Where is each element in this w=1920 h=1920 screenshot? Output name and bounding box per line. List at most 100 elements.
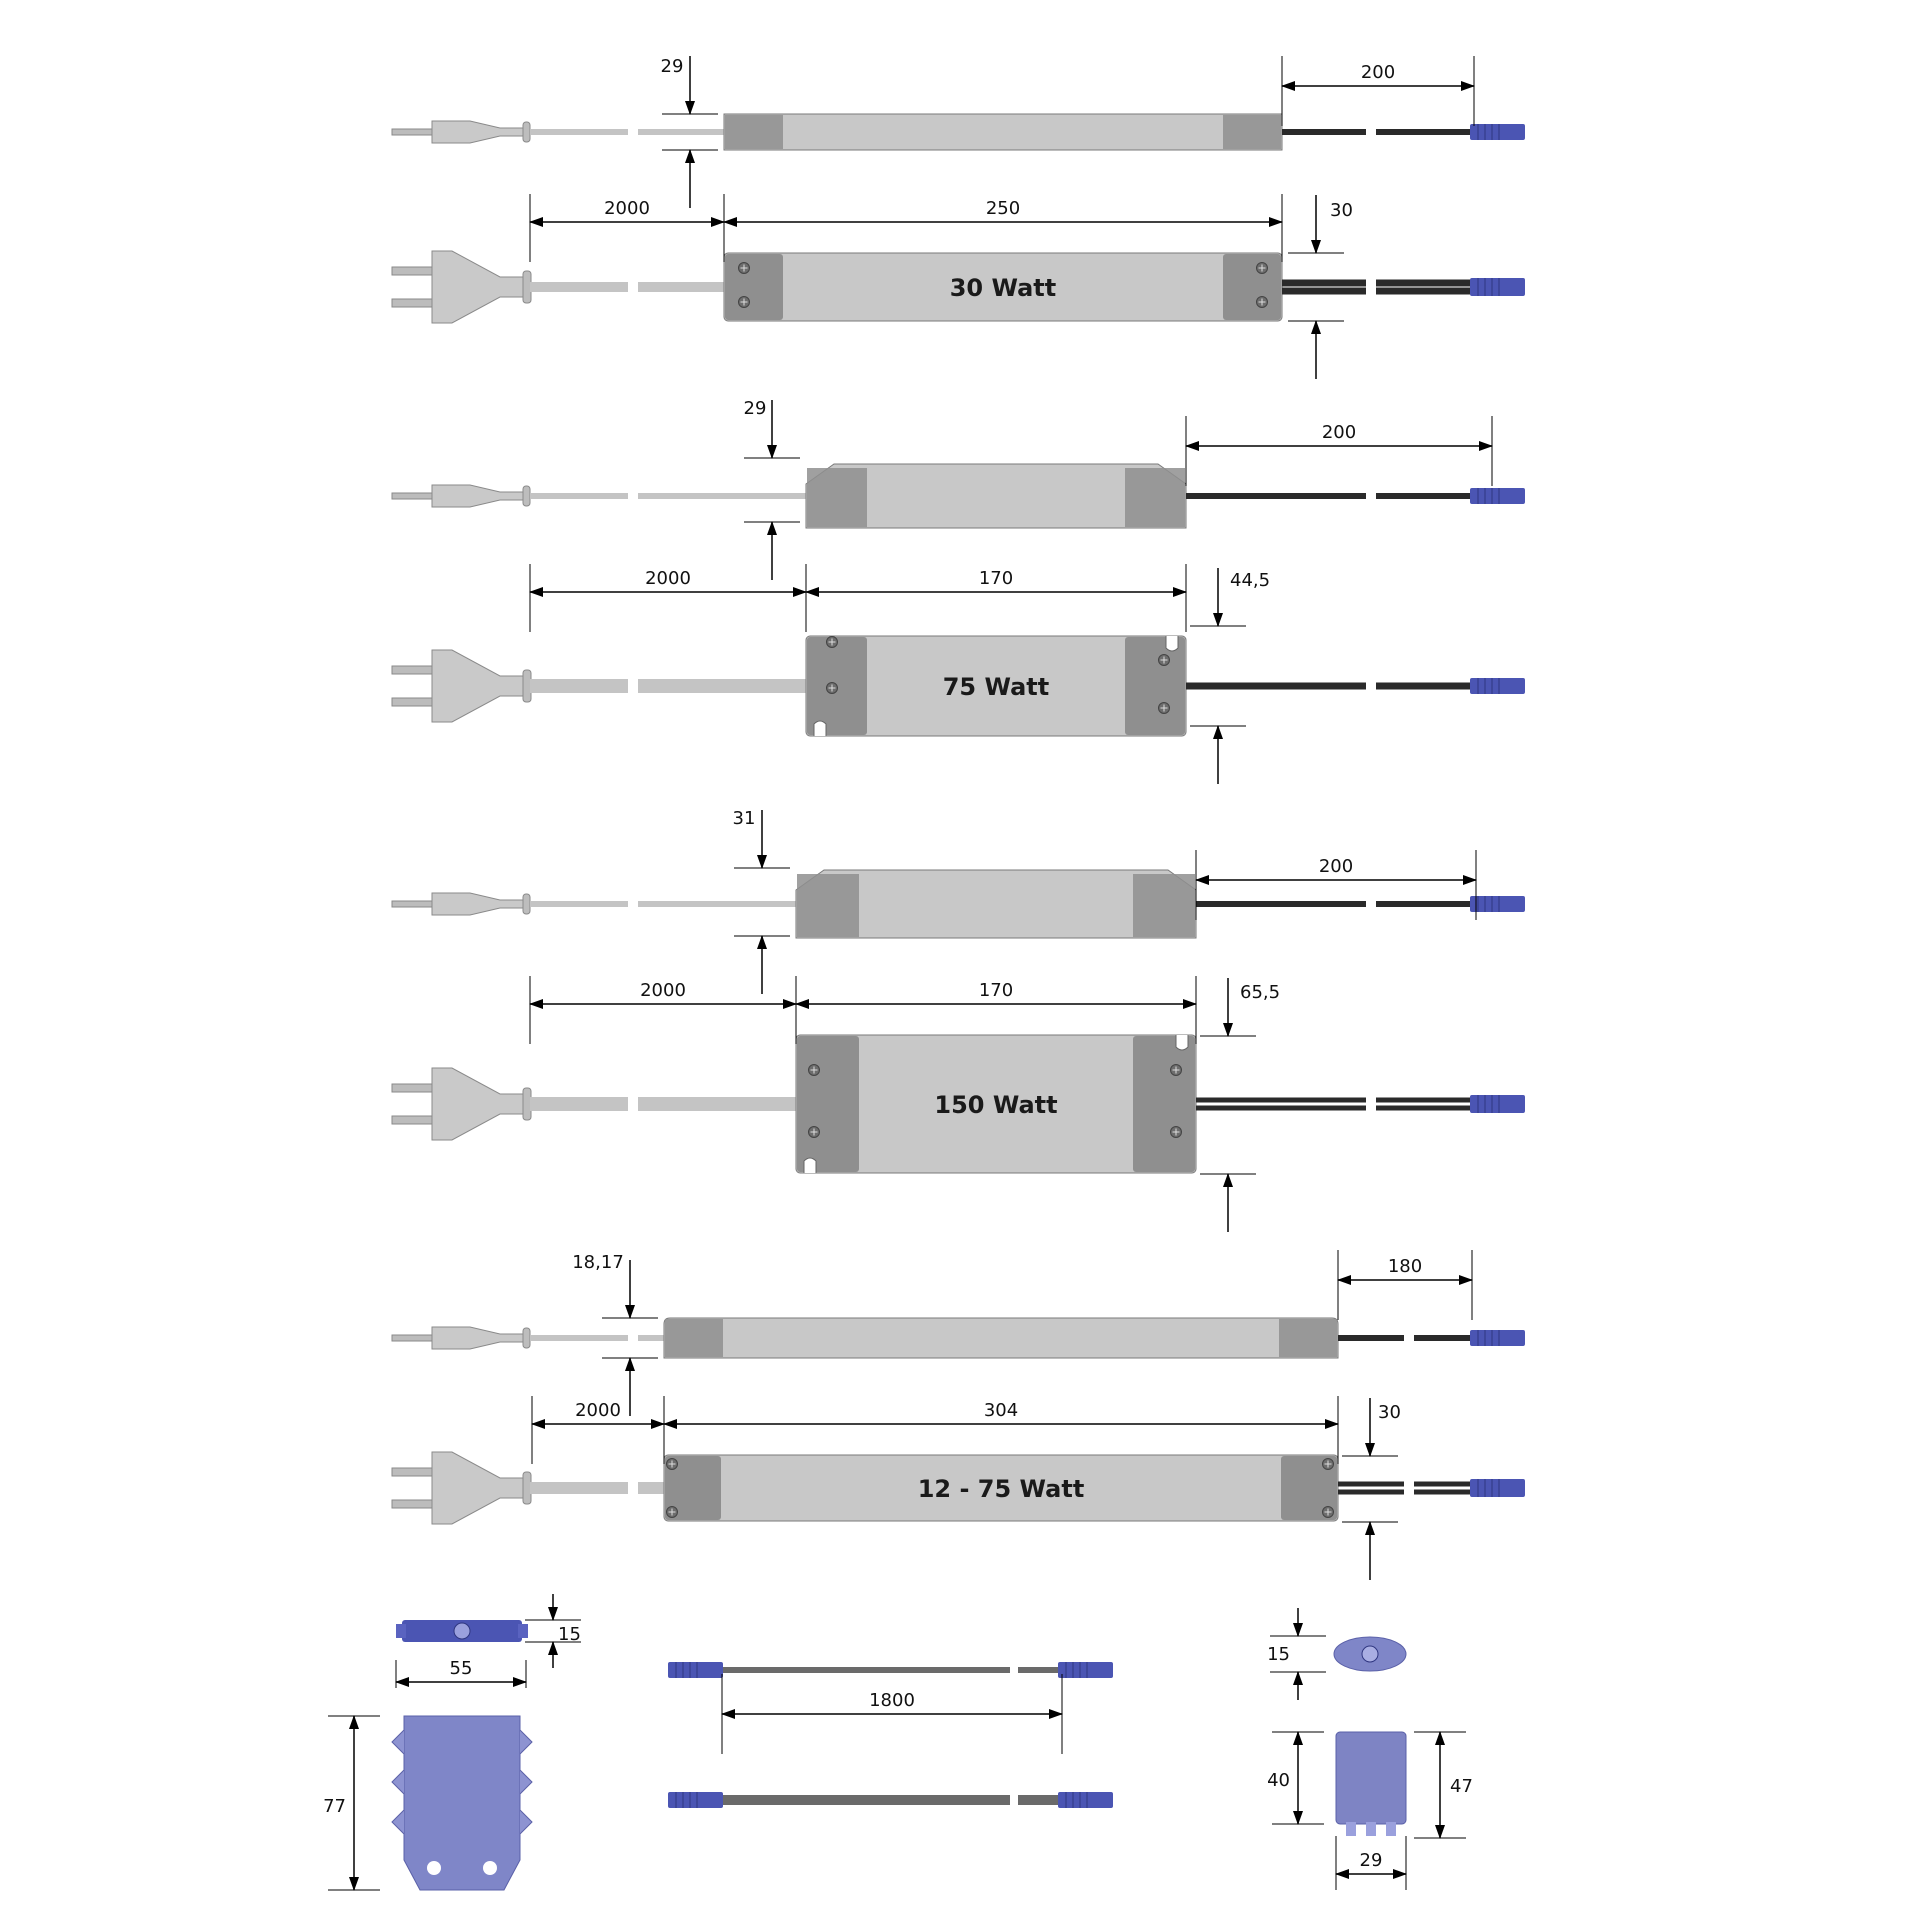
output-cable bbox=[1338, 1489, 1404, 1495]
output-cable bbox=[1338, 1335, 1404, 1341]
driver-housing-top bbox=[663, 1454, 1339, 1522]
driver-housing-side bbox=[805, 463, 1187, 529]
output-cable bbox=[1282, 279, 1366, 287]
plug-collar bbox=[522, 1327, 531, 1349]
driver-wattage-label: 150 Watt bbox=[934, 1091, 1057, 1119]
plug-pin bbox=[391, 665, 435, 675]
switch-pin bbox=[1386, 1822, 1396, 1836]
mains-cable bbox=[638, 1335, 664, 1341]
extension-cable: 1800 bbox=[668, 1662, 1113, 1808]
plug-pin bbox=[391, 128, 435, 136]
output-cable bbox=[1376, 279, 1472, 287]
dimension-value: 31 bbox=[733, 808, 756, 829]
output-cable bbox=[1338, 1481, 1404, 1487]
dimension-value: 200 bbox=[1361, 62, 1395, 83]
end-cap bbox=[807, 468, 867, 527]
end-cap bbox=[1223, 115, 1281, 149]
output-cable bbox=[1196, 1105, 1366, 1111]
led-plug-connector-icon bbox=[1470, 1479, 1525, 1497]
euro-plug-icon bbox=[431, 1326, 526, 1350]
output-cable bbox=[1414, 1489, 1472, 1495]
led-plug-connector-icon bbox=[1470, 1330, 1525, 1346]
mains-cable bbox=[530, 1097, 628, 1111]
output-cable bbox=[1376, 493, 1472, 499]
euro-plug-icon bbox=[431, 1451, 526, 1525]
dimension-value: 2000 bbox=[604, 198, 650, 219]
end-cap bbox=[1279, 1319, 1337, 1357]
end-cap bbox=[1133, 1036, 1195, 1172]
switch-button-icon bbox=[1361, 1645, 1379, 1663]
plug-collar bbox=[522, 1087, 532, 1121]
led-plug-connector-icon bbox=[1470, 124, 1525, 140]
driver-housing-side bbox=[795, 869, 1197, 939]
dimension-value: 15 bbox=[1267, 1644, 1290, 1665]
driver-wattage-label: 30 Watt bbox=[950, 274, 1057, 302]
dimension-value: 18,17 bbox=[572, 1252, 624, 1273]
led-plug-connector-icon bbox=[1470, 678, 1525, 694]
plug-collar bbox=[522, 121, 531, 143]
distributor-clip bbox=[396, 1624, 406, 1638]
dimension-value: 77 bbox=[323, 1796, 346, 1817]
output-cable bbox=[1376, 901, 1472, 907]
output-cable bbox=[1414, 1481, 1472, 1487]
mounting-slot bbox=[803, 1157, 817, 1173]
screw-hole-icon bbox=[427, 1861, 441, 1875]
plug-pin bbox=[391, 697, 435, 707]
mains-cable bbox=[638, 1482, 664, 1494]
plug-pin bbox=[391, 1467, 435, 1477]
output-cable bbox=[1186, 682, 1366, 690]
plug-pin bbox=[391, 1334, 435, 1342]
screw-hole-icon bbox=[483, 1861, 497, 1875]
dimension-value: 44,5 bbox=[1230, 570, 1270, 591]
plug-collar bbox=[522, 485, 531, 507]
dimension-value: 170 bbox=[979, 568, 1013, 589]
led-plug-connector-icon bbox=[1470, 1095, 1525, 1113]
dimension-value: 200 bbox=[1319, 856, 1353, 877]
mounting-slot bbox=[813, 720, 827, 736]
mains-cable bbox=[530, 282, 628, 292]
dimension-value: 47 bbox=[1450, 1776, 1473, 1797]
led-plug-connector-icon bbox=[668, 1792, 723, 1808]
dimension-value: 304 bbox=[984, 1400, 1018, 1421]
dimension-value: 1800 bbox=[869, 1690, 915, 1711]
driver-housing-side bbox=[723, 113, 1283, 151]
output-cable bbox=[1414, 1335, 1472, 1341]
mains-cable bbox=[638, 282, 724, 292]
mains-cable bbox=[530, 129, 628, 135]
dimension-value: 180 bbox=[1388, 1256, 1422, 1277]
driver-wattage-label: 12 - 75 Watt bbox=[918, 1475, 1085, 1503]
dimension-value: 29 bbox=[661, 56, 684, 77]
extension-wire bbox=[1018, 1795, 1060, 1805]
end-cap bbox=[1125, 468, 1185, 527]
plug-collar bbox=[522, 270, 532, 304]
end-cap bbox=[665, 1319, 723, 1357]
driver-wattage-label: 75 Watt bbox=[943, 673, 1050, 701]
mains-cable bbox=[638, 679, 806, 693]
output-cable bbox=[1282, 129, 1366, 135]
mains-cable bbox=[530, 1482, 628, 1494]
driver-housing-side bbox=[663, 1317, 1339, 1359]
dimension-value: 2000 bbox=[575, 1400, 621, 1421]
led-plug-connector-icon bbox=[1470, 488, 1525, 504]
output-cable bbox=[1376, 682, 1472, 690]
mounting-slot bbox=[1165, 636, 1179, 652]
euro-plug-icon bbox=[431, 120, 526, 144]
mains-cable bbox=[638, 1097, 796, 1111]
distributor-tab bbox=[519, 1769, 533, 1795]
mains-cable bbox=[530, 679, 628, 693]
mounting-slot bbox=[1175, 1035, 1189, 1051]
dimension-value: 40 bbox=[1267, 1770, 1290, 1791]
dimension-value: 250 bbox=[986, 198, 1020, 219]
output-cable bbox=[1186, 493, 1366, 499]
distributor-hole-icon bbox=[453, 1622, 471, 1640]
output-cable bbox=[1376, 129, 1472, 135]
mains-cable bbox=[530, 1335, 628, 1341]
plug-pin bbox=[391, 1083, 435, 1093]
switch-body bbox=[1335, 1731, 1407, 1825]
distributor-tab bbox=[391, 1729, 405, 1755]
